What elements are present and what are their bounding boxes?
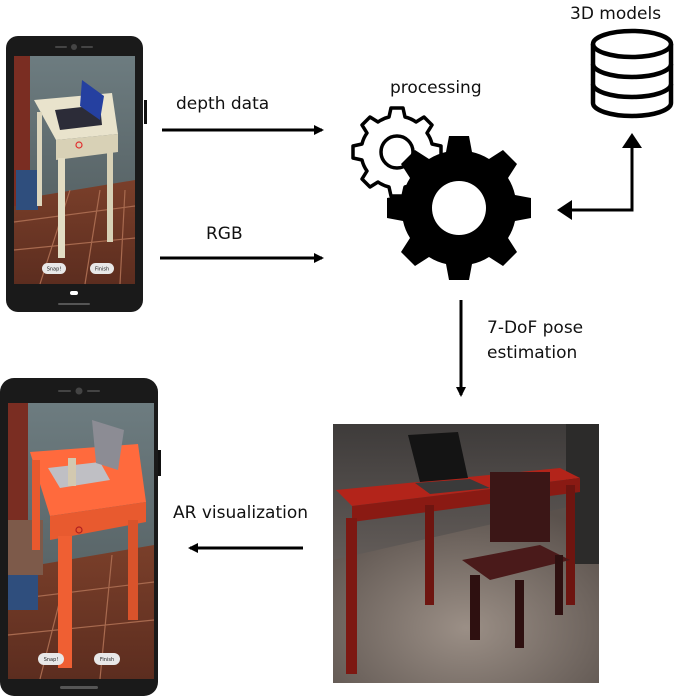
finish-button-label: Finish (100, 657, 114, 663)
rendered-scene (333, 424, 599, 683)
phone-home-indicator (70, 291, 78, 295)
finish-button[interactable]: Finish (90, 263, 114, 274)
gear-large-icon (387, 136, 531, 280)
phone-camera (71, 44, 77, 50)
phone-output: Snap! Finish (0, 378, 161, 696)
snap-button[interactable]: Snap! (38, 653, 64, 665)
models-label: 3D models (570, 4, 662, 24)
finish-button-label: Finish (95, 267, 109, 273)
rgb-label: RGB (206, 224, 243, 244)
pose-label-line2: estimation (487, 343, 578, 363)
finish-button[interactable]: Finish (94, 653, 120, 665)
phone-screen-camera-feed (13, 56, 136, 285)
phone-screen-ar-view (7, 403, 155, 680)
phone-input: Snap! Finish (6, 36, 147, 312)
snap-button-label: Snap! (47, 267, 62, 273)
ar-visualization-label: AR visualization (173, 503, 309, 523)
phone-camera (75, 387, 83, 395)
depth-data-label: depth data (176, 94, 270, 114)
pose-label-line1: 7-DoF pose (487, 318, 584, 338)
processing-label: processing (390, 78, 482, 98)
render-laptop (408, 432, 490, 494)
render-chair (462, 472, 570, 648)
models-bidirectional-arrow (557, 133, 642, 220)
snap-button[interactable]: Snap! (42, 263, 66, 274)
database-icon (590, 28, 674, 119)
snap-button-label: Snap! (44, 657, 59, 663)
